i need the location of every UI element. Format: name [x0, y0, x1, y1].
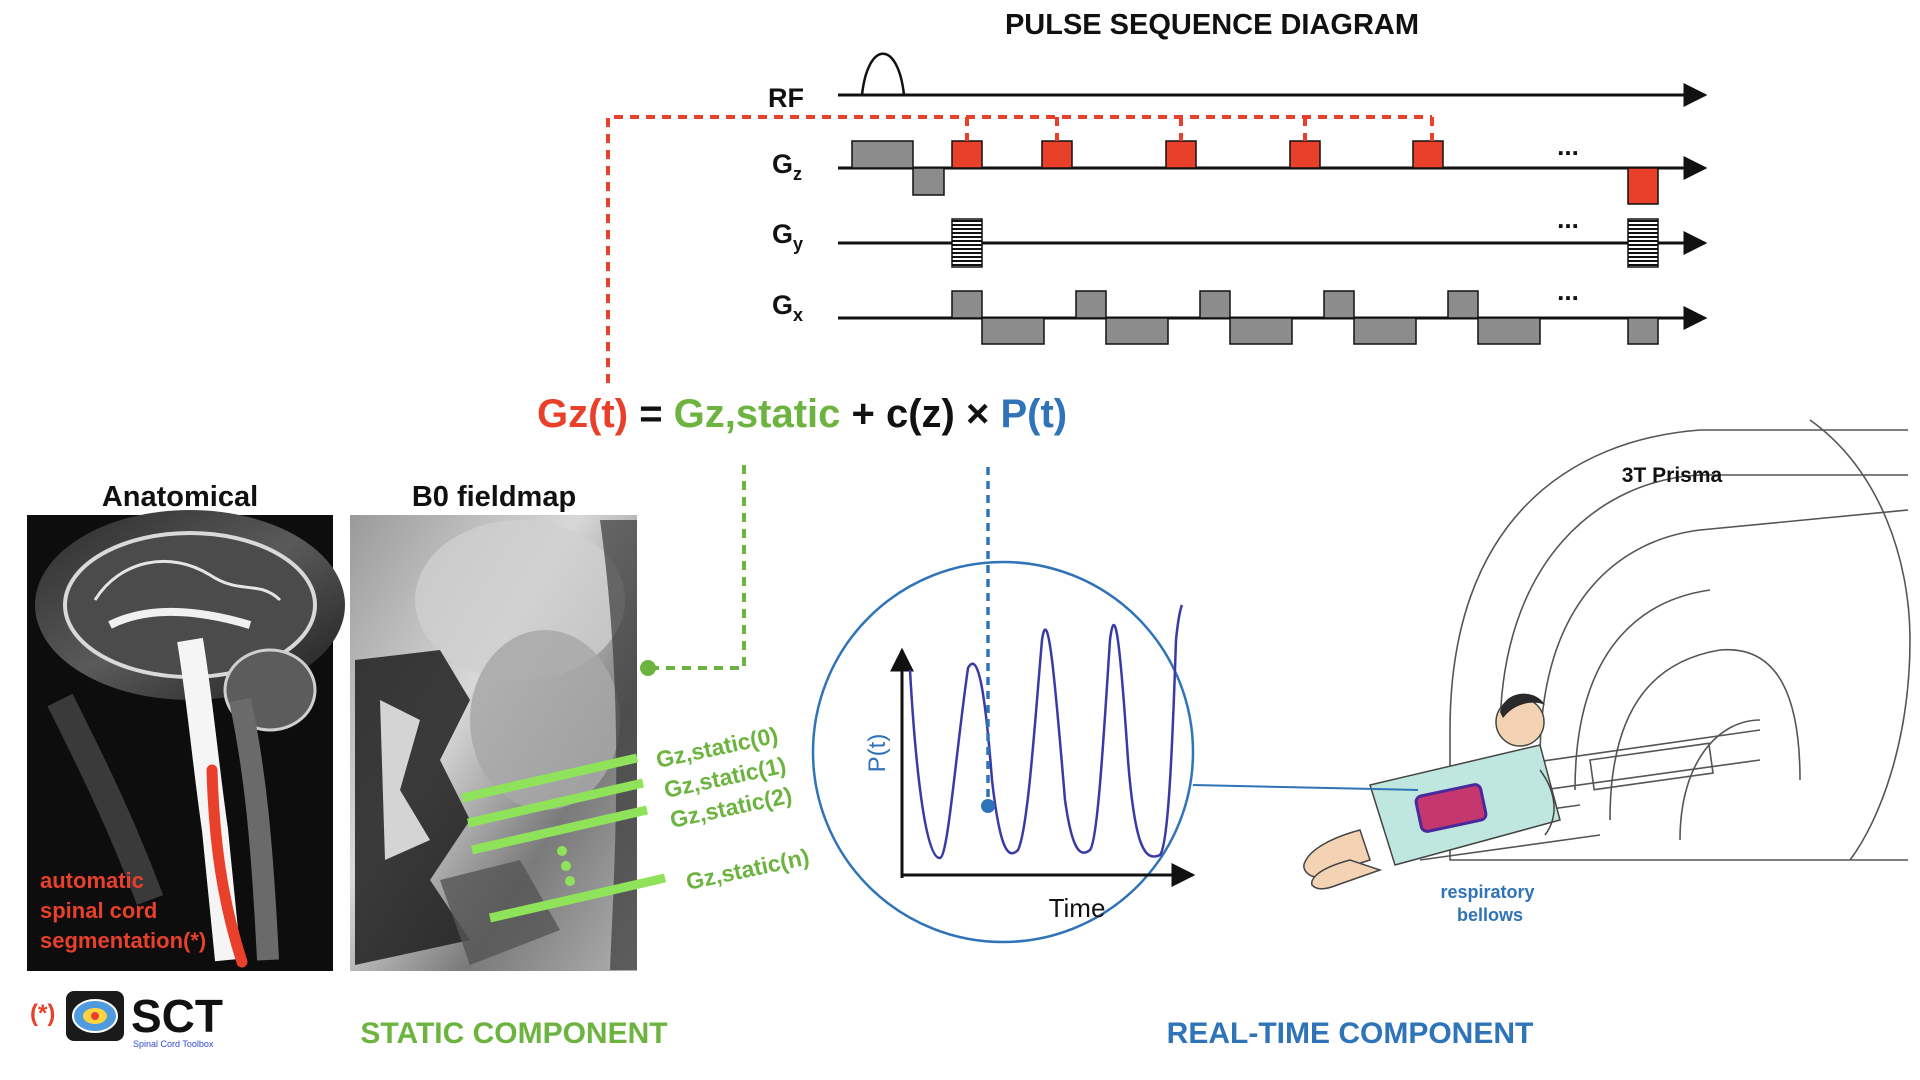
respiratory-plot: P(t) Time: [811, 467, 1196, 944]
bellows-connector: [1192, 784, 1419, 791]
rf-axis-label: RF: [768, 83, 804, 113]
gz-blip: [1041, 140, 1073, 169]
gy-phase-encode: [1627, 218, 1659, 268]
gx-final-lobe: [1627, 317, 1659, 345]
static-connector: [640, 465, 746, 676]
gz-blip: [1289, 140, 1321, 169]
gx-readout-lobe: [1105, 317, 1169, 345]
respiratory-trace: [908, 604, 1184, 860]
equation-dynamic-term: Gz(t): [537, 392, 628, 436]
gx-readout-lobe: [1229, 317, 1293, 345]
slice-label: Gz,static(n): [684, 843, 812, 894]
plot-x-label: Time: [1049, 893, 1106, 923]
sct-title: SCT: [131, 990, 223, 1042]
gx-readout-lobe: [981, 317, 1045, 345]
gz-ellipsis: ...: [1557, 131, 1579, 161]
sct-logo-icon: [66, 991, 124, 1041]
rf-pulse: [860, 52, 906, 96]
gz-blip: [951, 140, 983, 169]
gy-axis-label: Gy: [772, 219, 803, 254]
gx-readout-lobe: [1353, 317, 1417, 345]
gy-phase-encode: [951, 218, 983, 268]
anatomical-image: [27, 510, 345, 971]
pulse-diagram-title: PULSE SEQUENCE DIAGRAM: [1005, 9, 1419, 41]
equation-realtime-term: P(t): [1000, 392, 1067, 436]
spinal-cord-segmentation: [206, 764, 248, 968]
plot-y-label: P(t): [864, 734, 891, 773]
gx-positive-lobe: [1199, 290, 1231, 319]
gz-blip: [1165, 140, 1197, 169]
gx-axis-label: Gx: [772, 290, 803, 325]
fieldmap-slices: [460, 753, 667, 923]
slice-labels: Gz,static(0) Gz,static(1) Gz,static(2) G…: [654, 722, 812, 895]
segmentation-label: automatic spinal cord segmentation(*): [40, 868, 206, 953]
gz-blip: [1412, 140, 1444, 169]
gx-positive-lobe: [1447, 290, 1479, 319]
gx-ellipsis: ...: [1557, 276, 1579, 306]
patient-illustration: [1303, 693, 1561, 890]
bellows-label: respiratory bellows: [1440, 882, 1539, 925]
realtime-component-label: REAL-TIME COMPONENT: [1167, 1017, 1534, 1050]
scanner-label: 3T Prisma: [1622, 464, 1723, 487]
gx-positive-lobe: [1323, 290, 1355, 319]
gx-positive-lobe: [1075, 290, 1107, 319]
equation-static-term: Gz,static: [674, 392, 841, 436]
gy-ellipsis: ...: [1557, 204, 1579, 234]
pulse-sequence-diagram: PULSE SEQUENCE DIAGRAM RF Gz ... Gy ... …: [768, 9, 1708, 345]
gz-slice-select-lobe: [851, 140, 914, 169]
sct-asterisk: (*): [30, 1000, 55, 1027]
gx-readout-lobe: [1477, 317, 1541, 345]
fieldmap-image: [350, 515, 637, 971]
gz-dynamic-connector: [606, 115, 1434, 383]
gx-positive-lobe: [951, 290, 983, 319]
gz-axis-label: Gz: [772, 149, 802, 184]
static-component-label: STATIC COMPONENT: [360, 1017, 667, 1050]
sct-subtitle: Spinal Cord Toolbox: [133, 1039, 214, 1049]
realtime-sample-point: [981, 799, 995, 813]
anatomical-title: Anatomical: [102, 481, 258, 513]
gz-final-blip: [1627, 167, 1659, 205]
respiratory-bellows-belt: [1414, 783, 1488, 833]
slice-ellipsis-dots: [557, 846, 575, 886]
mri-scanner: [1399, 419, 1911, 861]
gz-refocus-lobe: [912, 167, 945, 196]
shim-equation: Gz(t) = Gz,static + c(z) × P(t): [537, 392, 1067, 436]
fieldmap-title: B0 fieldmap: [412, 481, 576, 513]
